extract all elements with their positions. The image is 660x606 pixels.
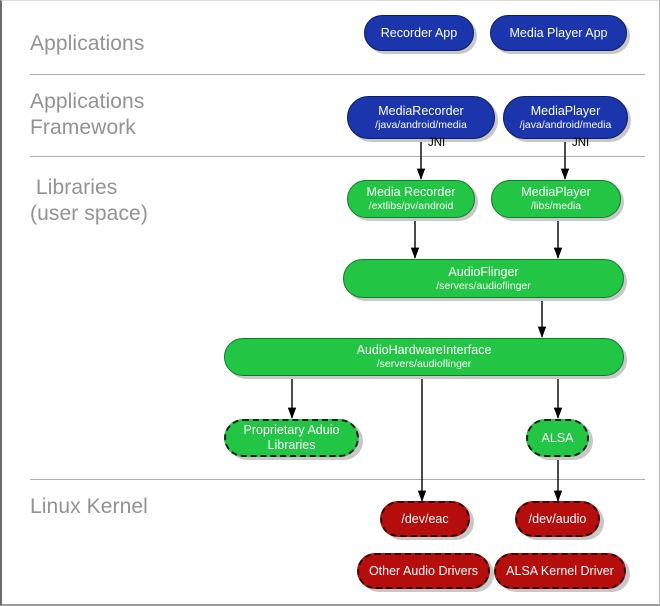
node-media-player-app[interactable]: Media Player App [490,15,627,51]
node-media-recorder-lib-title: Media Recorder [366,185,456,200]
node-media-recorder-lib-path: /extlibs/pv/android [368,200,454,213]
divider-linux-kernel [30,479,645,480]
node-alsa[interactable]: ALSA [526,419,589,457]
node-media-player-app-title: Media Player App [509,26,608,40]
node-mediaplayer-framework-title: MediaPlayer [530,103,601,118]
node-mediarecorder-framework-title: MediaRecorder [378,103,464,118]
layer-label-applications-framework: Applications Framework [30,90,145,140]
node-audiohardwareinterface-title: AudioHardwareInterface [356,343,492,358]
node-alsa-title: ALSA [541,431,574,445]
node-recorder-app-title: Recorder App [380,26,458,40]
layer-label-applications: Applications [30,32,145,55]
node-audioflinger-path: /servers/audioflinger [436,279,531,292]
node-other-audio-drivers-title: Other Audio Drivers [368,564,479,578]
node-alsa-kernel-driver-title: ALSA Kernel Driver [506,564,614,578]
node-proprietary-audio-libraries-title: Proprietary Aduio [243,423,340,438]
node-recorder-app[interactable]: Recorder App [364,15,474,51]
divider-applications [30,74,645,75]
node-audioflinger[interactable]: AudioFlinger /servers/audioflinger [343,259,624,298]
divider-framework [30,156,645,157]
node-dev-eac-title: /dev/eac [401,512,449,526]
node-audiohardwareinterface[interactable]: AudioHardwareInterface /servers/audiofli… [224,338,624,376]
node-other-audio-drivers[interactable]: Other Audio Drivers [357,553,490,589]
node-mediarecorder-framework[interactable]: MediaRecorder /java/android/media [347,96,495,139]
node-mediarecorder-framework-path: /java/android/media [375,118,467,131]
node-dev-eac[interactable]: /dev/eac [380,501,470,537]
layer-label-linux-kernel: Linux Kernel [30,495,148,518]
node-dev-audio[interactable]: /dev/audio [515,501,600,537]
node-mediaplayer-lib-path: /libs/media [530,200,582,213]
edge-label-jni-player: JNI [572,137,590,149]
node-mediaplayer-lib-title: MediaPlayer [521,185,591,200]
edge-label-jni-recorder: JNI [428,137,446,149]
node-mediaplayer-framework[interactable]: MediaPlayer /java/android/media [503,96,628,139]
node-mediaplayer-framework-path: /java/android/media [519,118,612,131]
node-audiohardwareinterface-path: /servers/audioflinger [376,358,472,371]
node-alsa-kernel-driver[interactable]: ALSA Kernel Driver [494,553,626,589]
node-proprietary-audio-libraries[interactable]: Proprietary Aduio Libraries [224,419,359,457]
node-mediaplayer-lib[interactable]: MediaPlayer /libs/media [491,180,621,218]
node-audioflinger-title: AudioFlinger [448,264,519,279]
node-dev-audio-title: /dev/audio [528,512,587,526]
node-media-recorder-lib[interactable]: Media Recorder /extlibs/pv/android [347,180,475,218]
layer-label-libraries-user-space: Libraries (user space) [30,176,148,226]
node-proprietary-audio-libraries-line2: Libraries [267,438,316,453]
